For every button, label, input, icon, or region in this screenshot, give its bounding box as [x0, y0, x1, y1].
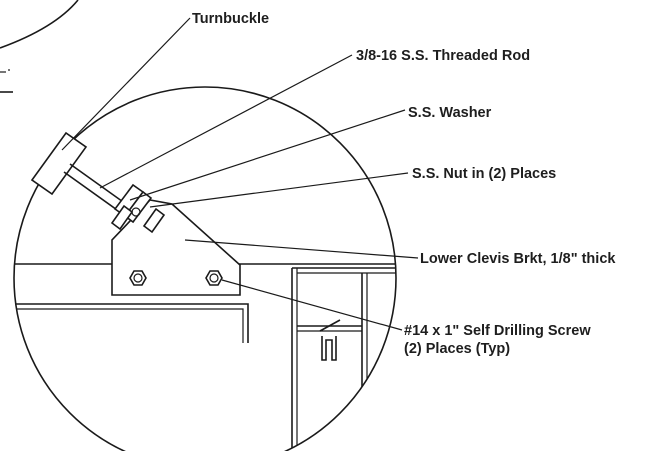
washer-nut-assembly [110, 183, 166, 234]
edge-marks [0, 69, 13, 93]
label-nut: S.S. Nut in (2) Places [412, 166, 556, 182]
screw-2 [205, 270, 223, 286]
adjacent-detail-arc [0, 0, 79, 49]
header-angle [14, 303, 249, 343]
label-screw-line1: #14 x 1" Self Drilling Screw [404, 323, 591, 339]
label-washer: S.S. Washer [408, 105, 492, 121]
label-turnbuckle: Turnbuckle [192, 11, 269, 27]
detail-content [14, 199, 396, 451]
detail-circle [13, 86, 397, 451]
screw-1 [129, 270, 147, 286]
header-angle-inner [14, 308, 244, 343]
frame-member [291, 267, 396, 451]
leader-lines [61, 17, 419, 331]
label-screw-line2: (2) Places (Typ) [404, 341, 510, 357]
label-clevis-bracket: Lower Clevis Brkt, 1/8" thick [420, 251, 616, 267]
turnbuckle [30, 131, 88, 196]
label-threaded-rod: 3/8-16 S.S. Threaded Rod [356, 48, 530, 64]
